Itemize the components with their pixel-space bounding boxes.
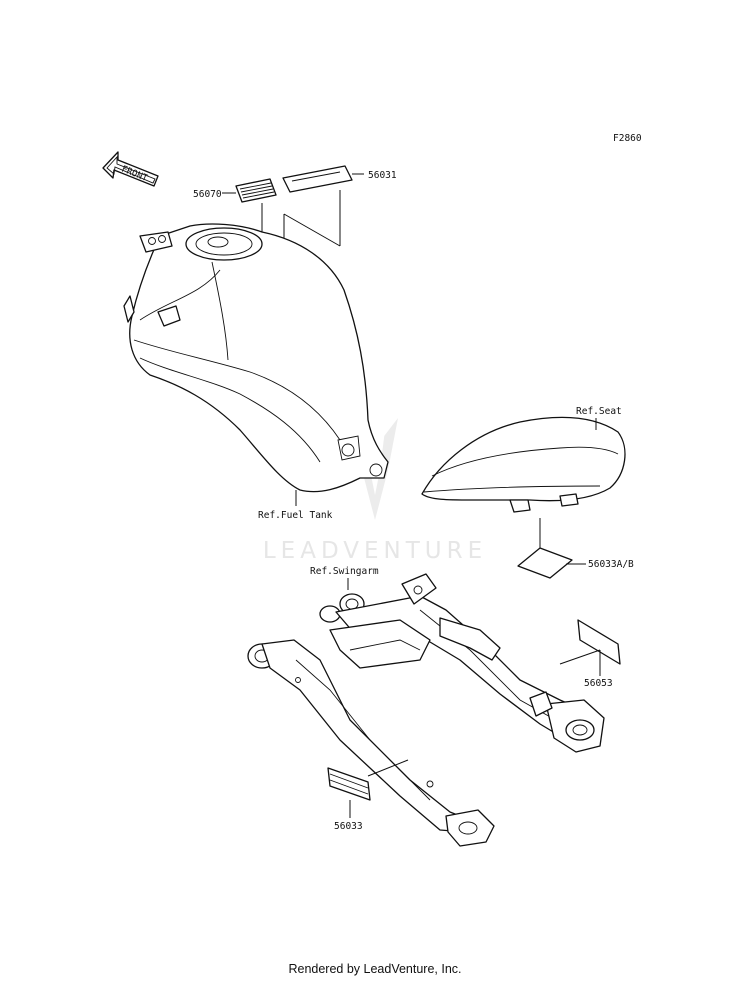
label-56033ab-icon	[517, 547, 573, 579]
footer-credit: Rendered by LeadVenture, Inc.	[288, 962, 462, 976]
seat	[421, 416, 626, 513]
part-number-56070: 56070	[193, 189, 222, 200]
fuel-tank	[123, 223, 389, 493]
label-56033-icon	[327, 767, 371, 801]
label-56070-icon	[235, 178, 277, 203]
watermark-text: LEADVENTURE	[263, 538, 487, 564]
label-56053-icon	[577, 619, 621, 665]
ref-seat: Ref.Seat	[576, 406, 622, 417]
ref-swingarm: Ref.Swingarm	[310, 566, 379, 577]
part-number-56053: 56053	[584, 678, 613, 689]
figure-code: F2860	[613, 133, 642, 144]
part-number-56031: 56031	[368, 170, 397, 181]
ref-fuel-tank: Ref.Fuel Tank	[258, 510, 333, 521]
part-number-56033ab: 56033A/B	[588, 559, 634, 570]
label-56031-icon	[282, 165, 353, 193]
part-number-56033: 56033	[334, 821, 363, 832]
swingarm	[247, 573, 605, 847]
front-arrow-icon: FRONT	[102, 151, 159, 187]
